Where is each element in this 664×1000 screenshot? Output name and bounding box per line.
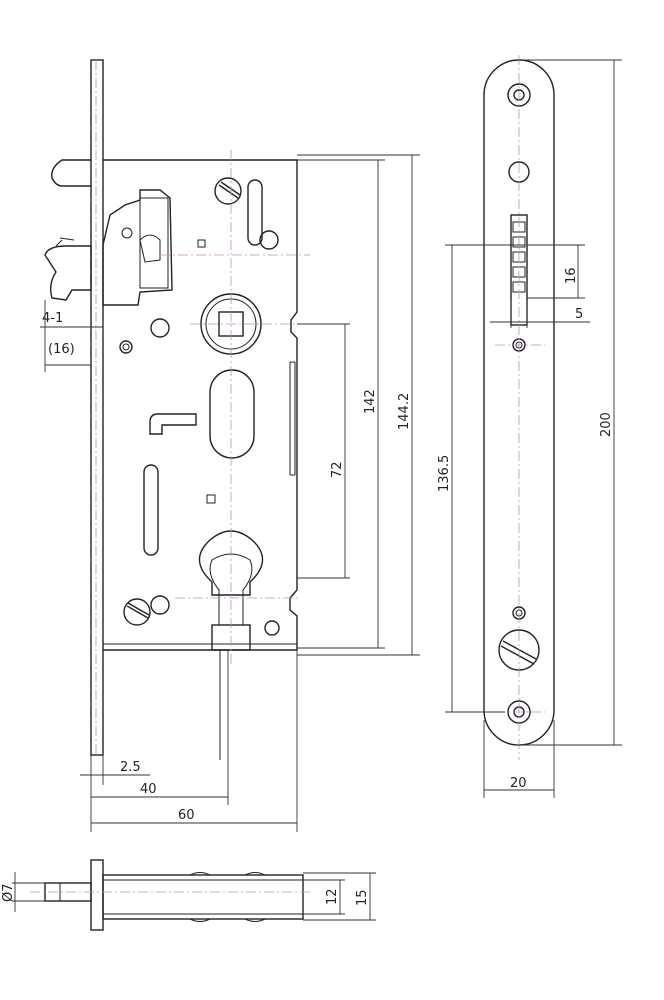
lever-arm bbox=[149, 413, 197, 435]
dim-latch-length: (16) bbox=[48, 342, 75, 357]
dim-plate-width: 20 bbox=[510, 776, 527, 791]
top-view-case bbox=[102, 874, 304, 920]
dim-plate-length: 200 bbox=[599, 412, 614, 437]
dim-screw-distance: 136.5 bbox=[437, 455, 452, 492]
faceplate-outline bbox=[483, 59, 555, 746]
dim-case-height: 142 bbox=[363, 389, 378, 414]
dim-bolt-slot-height: 16 bbox=[564, 267, 579, 284]
centerlines-left bbox=[95, 60, 310, 755]
dim-case-depth: 60 bbox=[178, 808, 195, 823]
dim-backset: 40 bbox=[140, 782, 157, 797]
dim-backset-offset: 2.5 bbox=[120, 760, 141, 775]
cylinder-cutout bbox=[198, 530, 264, 596]
dimensions-right: 136.5 16 5 200 20 bbox=[437, 59, 622, 798]
dim-bolt-throw: 4-1 bbox=[42, 311, 63, 326]
latch-mechanism bbox=[102, 189, 173, 306]
top-view-faceplate bbox=[90, 859, 104, 931]
faceplate-front bbox=[483, 59, 555, 746]
latch-bolt bbox=[51, 159, 91, 187]
lever-slot bbox=[209, 369, 255, 459]
lock-top-view: Ø7 12 15 bbox=[1, 859, 376, 931]
dim-thickness-12: 12 bbox=[325, 888, 340, 905]
dim-center-distance: 72 bbox=[330, 461, 345, 478]
centerlines-right bbox=[495, 55, 545, 760]
lock-case-view bbox=[44, 59, 298, 760]
faceplate-side bbox=[90, 59, 104, 756]
dim-thickness-15: 15 bbox=[355, 889, 370, 906]
dim-bolt-slot-width: 5 bbox=[575, 307, 583, 322]
dim-overall-case: 144.2 bbox=[397, 393, 412, 430]
bottom-screw bbox=[123, 598, 151, 626]
dim-pin-diameter: Ø7 bbox=[1, 883, 16, 902]
top-screw bbox=[214, 177, 242, 205]
dimensions-left: 4-1 (16) 2.5 40 60 72 142 144.2 bbox=[40, 154, 420, 832]
case-body bbox=[103, 159, 298, 651]
